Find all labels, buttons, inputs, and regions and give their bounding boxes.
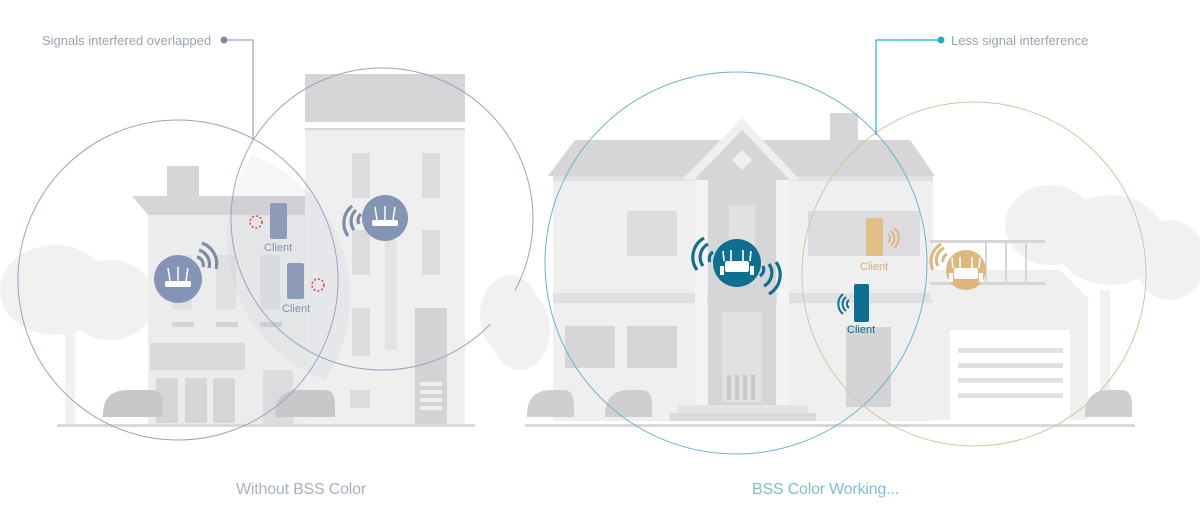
ground-line	[525, 424, 1135, 427]
callout-interference-right: Less signal interference	[951, 33, 1089, 48]
client-label: Client	[264, 242, 293, 254]
house	[548, 113, 1090, 421]
left-scene	[0, 36, 540, 441]
wifi-signal-icon	[837, 293, 850, 315]
wifi-signal-icon	[887, 227, 900, 249]
callout-line-left	[224, 39, 254, 140]
wifi-signal-icon	[691, 236, 782, 296]
coverage-circle-blue	[544, 71, 928, 455]
wifi-signal-icon	[196, 241, 219, 270]
coverage-circle-left-1	[17, 119, 339, 441]
caption-bss-color-working: BSS Color Working...	[752, 481, 899, 498]
car-icon	[103, 390, 335, 417]
ground-line	[57, 424, 475, 427]
router-icon	[946, 250, 986, 290]
router-icon	[154, 255, 202, 303]
client-phone-icon	[854, 284, 869, 322]
client-phone-icon	[287, 263, 304, 299]
client-phone-icon	[270, 203, 287, 239]
bush-icon	[527, 390, 1132, 417]
client-label: Client	[282, 303, 311, 315]
callout-dot-right	[937, 36, 945, 44]
right-scene	[490, 36, 1200, 455]
client-phone-icon	[866, 218, 883, 256]
interference-icon	[249, 215, 263, 229]
callout-interference-left: Signals interfered overlapped	[42, 33, 212, 48]
router-icon	[362, 195, 408, 241]
interference-icon	[311, 278, 325, 292]
callout-dot-left	[220, 36, 228, 44]
router-icon	[713, 239, 761, 287]
apartment-building	[305, 74, 465, 425]
wifi-signal-icon	[929, 242, 948, 271]
wifi-signal-icon	[342, 204, 363, 237]
coverage-circle-left-2	[230, 67, 534, 371]
caption-without-bss-color: Without BSS Color	[236, 481, 366, 498]
callout-line-right	[875, 39, 941, 135]
coverage-circle-gold	[801, 101, 1147, 447]
client-label: Client	[847, 324, 876, 336]
tree-icon	[490, 185, 1200, 415]
client-label: Client	[860, 261, 889, 273]
